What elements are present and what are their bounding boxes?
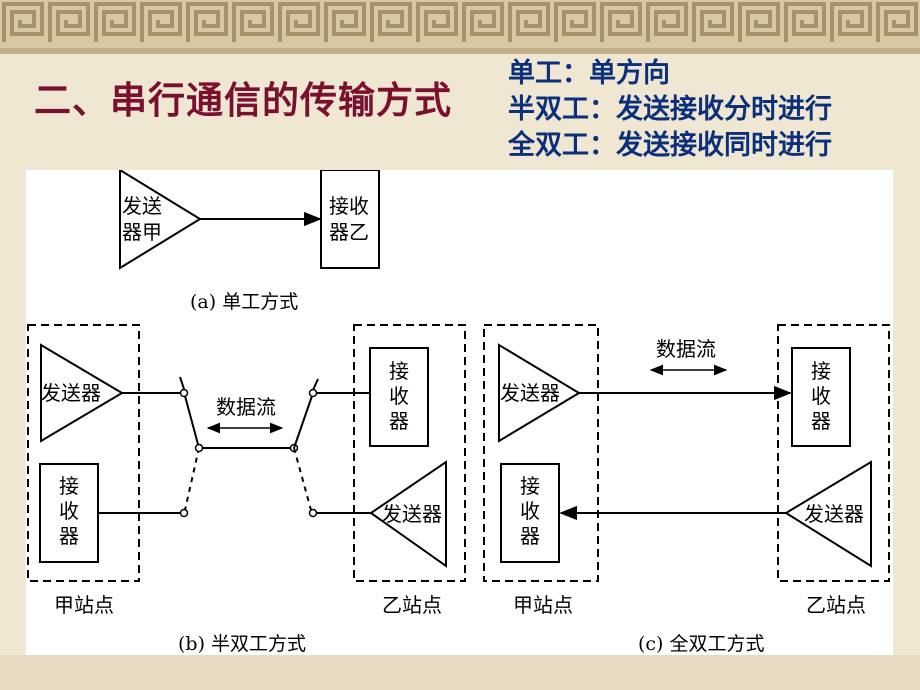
- simplex-sender-triangle: [119, 170, 202, 270]
- half-duplex-sender-a-label: 发送器: [41, 381, 101, 405]
- half-duplex-receiver-b-label-3: 器: [389, 409, 409, 433]
- half-duplex-switch-b-stub: [312, 378, 319, 391]
- half-duplex-switch-a-alt: [184, 447, 200, 511]
- full-duplex-receiver-a-label-2: 收: [520, 499, 540, 523]
- full-duplex-receiver-a-label-1: 接: [520, 474, 540, 498]
- half-duplex-sender-b-triangle: [369, 460, 447, 568]
- simplex-sender-label-1: 发送: [122, 194, 162, 218]
- simplex-sender-label-2: 器甲: [122, 220, 162, 244]
- half-duplex-receiver-a-label-3: 器: [59, 524, 79, 548]
- full-duplex-sender-a-triangle: [498, 343, 581, 443]
- half-duplex-switch-b-alt: [293, 447, 312, 511]
- full-duplex-station-a-boundary: [483, 324, 599, 582]
- half-duplex-station-b-boundary: [353, 324, 466, 582]
- half-duplex-switch-b-bottom-contact: [308, 508, 318, 518]
- half-duplex-switch-a-stub: [179, 376, 185, 390]
- diagram-panel: 发送 器甲 接收 器乙 (a) 单工方式 发送器 接 收 器 数据流: [26, 170, 893, 655]
- mode-notes: 单工：单方向 半双工：发送接收分时进行 全双工：发送接收同时进行: [508, 56, 832, 164]
- note-simplex: 单工：单方向: [508, 58, 670, 89]
- half-duplex-switch-b-blade: [293, 395, 313, 449]
- full-duplex-receiver-a-label-3: 器: [520, 524, 540, 548]
- half-duplex-receiver-b-box: [369, 347, 429, 447]
- full-duplex-flow-label: 数据流: [656, 337, 716, 361]
- simplex-diagram: 发送 器甲 接收 器乙 (a) 单工方式: [119, 170, 380, 313]
- simplex-receiver-box: [320, 170, 380, 269]
- full-duplex-receiver-b-label-2: 收: [811, 384, 831, 408]
- simplex-receiver-label-2: 器乙: [329, 220, 369, 244]
- simplex-receiver-label-1: 接收: [329, 194, 369, 218]
- full-duplex-diagram: 发送器 接 收 器 接 收 器 发送器 数据流 甲站点 乙站点 (c) 全双工方…: [483, 324, 890, 655]
- half-duplex-switch-a-bottom-contact: [179, 508, 189, 518]
- full-duplex-receiver-b-label-3: 器: [811, 409, 831, 433]
- half-duplex-receiver-a-label-2: 收: [59, 499, 79, 523]
- half-duplex-caption: (b) 半双工方式: [178, 633, 306, 655]
- half-duplex-flow-label: 数据流: [216, 395, 276, 419]
- half-duplex-sender-a-triangle: [40, 343, 124, 443]
- half-duplex-station-a-label: 甲站点: [54, 593, 114, 617]
- full-duplex-receiver-b-label-1: 接: [811, 359, 831, 383]
- slide-title: 二、串行通信的传输方式: [34, 79, 452, 122]
- full-duplex-station-b-label: 乙站点: [806, 593, 866, 617]
- note-full-duplex: 全双工：发送接收同时进行: [508, 130, 832, 161]
- half-duplex-sender-b-label: 发送器: [382, 502, 442, 526]
- transmission-modes-diagram: 发送 器甲 接收 器乙 (a) 单工方式 发送器 接 收 器 数据流: [27, 170, 890, 655]
- full-duplex-sender-b-label: 发送器: [804, 502, 864, 526]
- half-duplex-receiver-b-label-2: 收: [389, 384, 409, 408]
- half-duplex-switch-b-top-contact: [308, 388, 318, 398]
- half-duplex-receiver-a-label-1: 接: [59, 474, 79, 498]
- half-duplex-switch-a-blade: [184, 395, 200, 449]
- half-duplex-diagram: 发送器 接 收 器 数据流 接 收 器 发送器 甲站点 乙站点 (b) 半双工方…: [27, 324, 466, 655]
- half-duplex-station-a-boundary: [27, 324, 140, 582]
- full-duplex-caption: (c) 全双工方式: [638, 633, 765, 655]
- half-duplex-switch-a-top-contact: [179, 388, 189, 398]
- full-duplex-sender-a-label: 发送器: [500, 381, 560, 405]
- simplex-caption: (a) 单工方式: [190, 291, 298, 313]
- half-duplex-switch-a-pivot: [194, 443, 204, 453]
- note-half-duplex: 半双工：发送接收分时进行: [508, 94, 832, 125]
- half-duplex-station-b-label: 乙站点: [382, 593, 442, 617]
- half-duplex-receiver-b-label-1: 接: [389, 359, 409, 383]
- full-duplex-station-b-boundary: [777, 324, 890, 582]
- full-duplex-sender-b-triangle: [784, 460, 872, 568]
- full-duplex-receiver-a-box: [500, 463, 560, 563]
- full-duplex-station-a-label: 甲站点: [513, 593, 573, 617]
- full-duplex-receiver-b-box: [791, 347, 851, 447]
